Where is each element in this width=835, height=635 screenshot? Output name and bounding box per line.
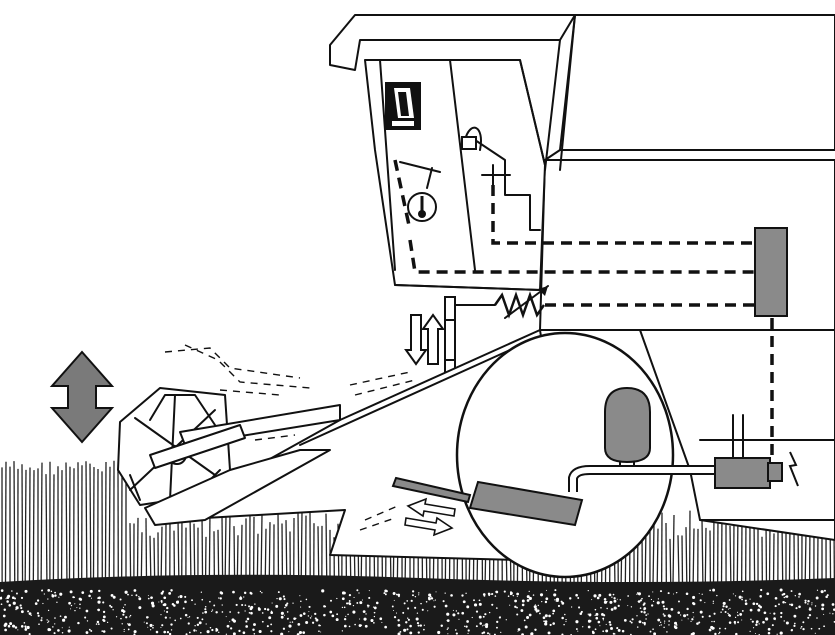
hydraulic-cylinder [391,476,584,527]
potentiometer-icon [454,285,549,319]
sensor-up-down-arrows-icon [404,313,445,366]
reel-arm [149,404,341,469]
accumulator [604,386,651,471]
grain-tank [559,14,835,171]
signal-lines [393,159,774,462]
control-module [754,227,788,317]
flow-arrows-icon [404,497,456,537]
cab-control-unit-icon [461,126,541,231]
control-lever-icon [399,161,441,222]
cutterbar [144,449,331,526]
cab-display-icon [385,82,421,130]
lightning-bolt-icon [788,451,799,487]
lift-arrow-icon [49,350,115,444]
control-valve [714,414,783,489]
hydraulic-line [568,465,720,492]
operator-cab [329,14,576,291]
ground [0,574,835,635]
motion-lines [164,344,416,531]
